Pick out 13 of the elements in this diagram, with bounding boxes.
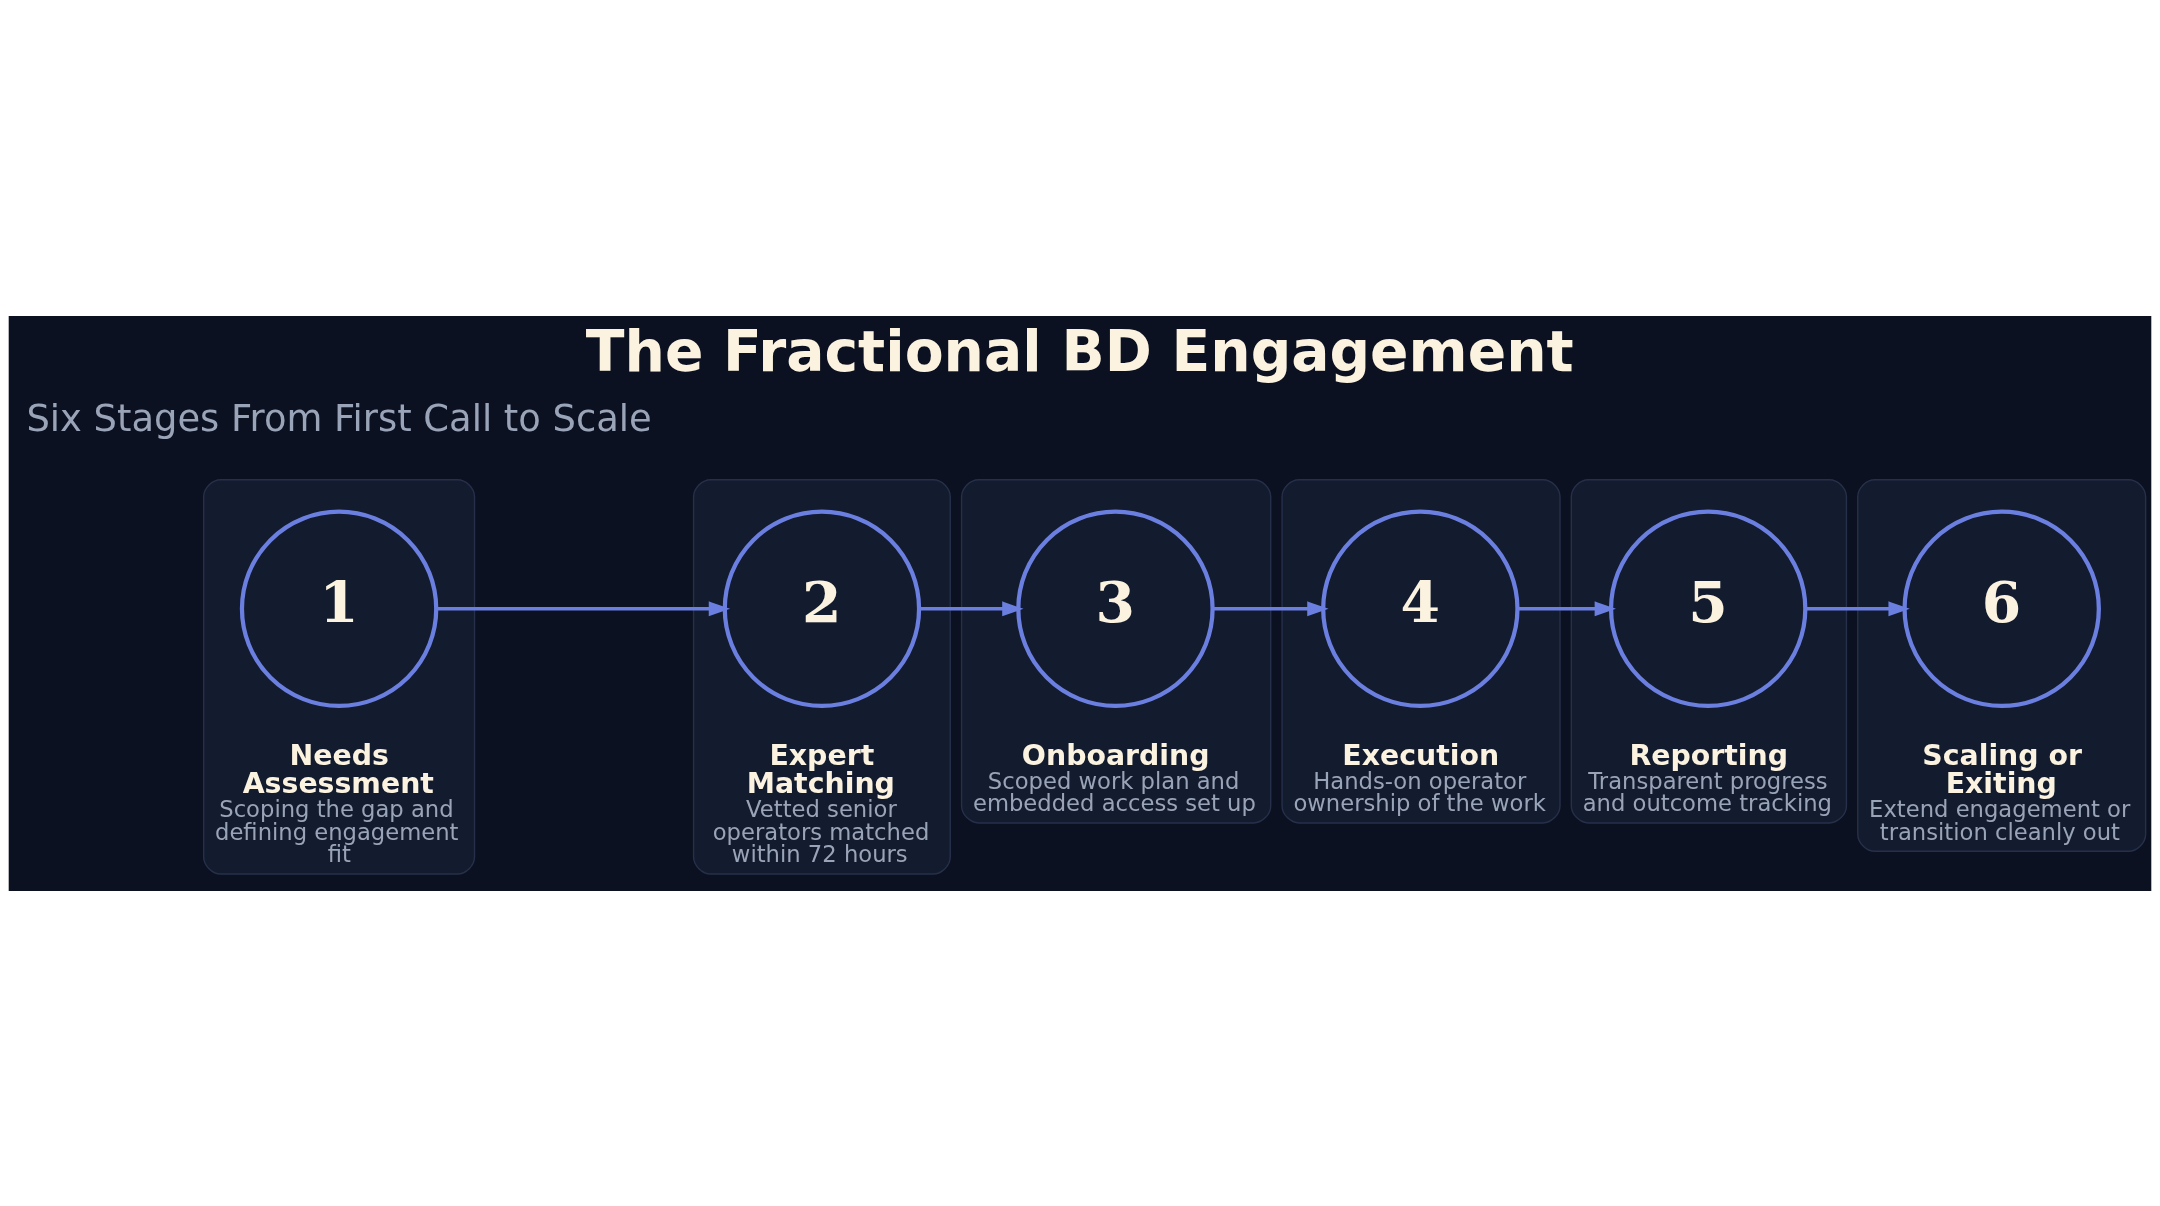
node-circle: 1	[239, 509, 439, 708]
diagram-title: The Fractional BD Engagement	[585, 317, 1574, 384]
label: Six Stages From First Call to Scale	[26, 396, 652, 440]
arrow	[919, 600, 1024, 616]
arrow	[1212, 600, 1329, 616]
arrow	[436, 600, 731, 616]
arrow	[1805, 600, 1910, 616]
node-circle: 2	[722, 509, 922, 708]
arrow	[1517, 600, 1616, 616]
node-circle: 5	[1608, 509, 1808, 708]
node-circle: 6	[1902, 509, 2101, 708]
node-circle: 3	[1016, 509, 1215, 708]
node-circle: 4	[1321, 509, 1520, 708]
